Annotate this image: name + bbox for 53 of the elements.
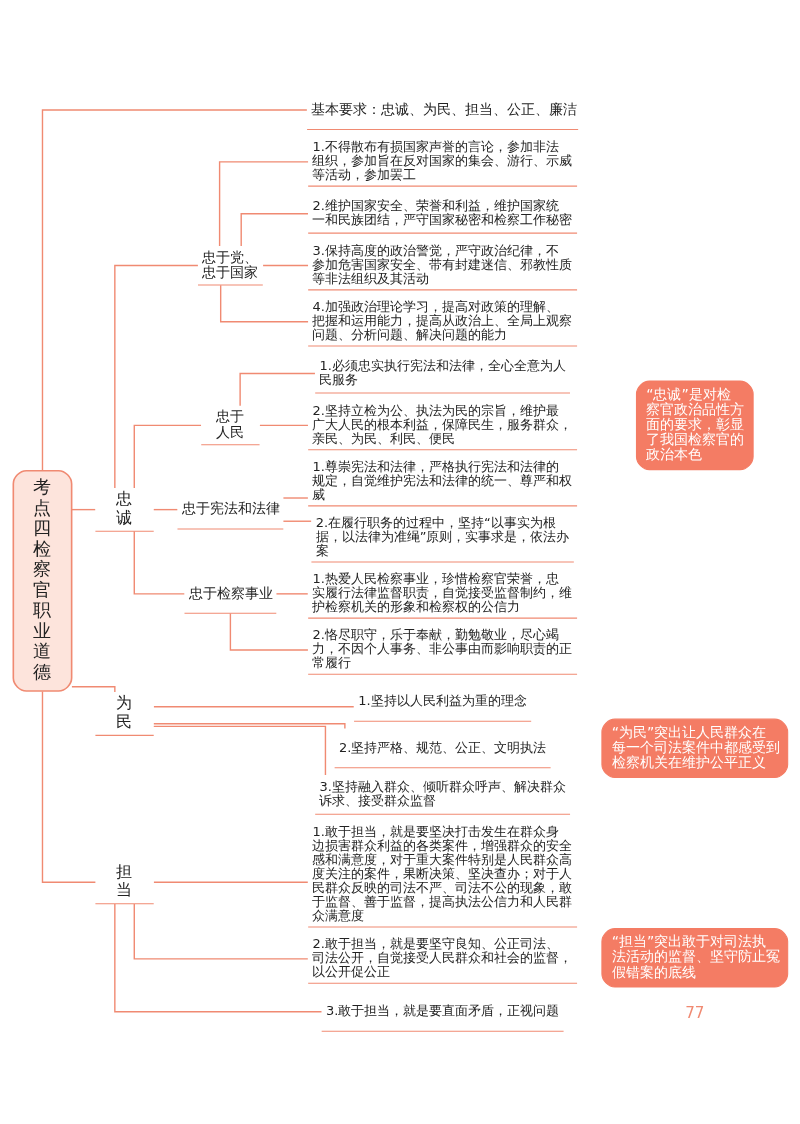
connector [152, 881, 308, 883]
connector [275, 593, 308, 595]
connector [41, 109, 308, 472]
connector [238, 372, 316, 407]
node-text: 忠于党、忠于国家 [201, 248, 258, 280]
node-text: 2.维护国家安全、荣誉和利益，维护国家统一和民族团结，严守国家秘密和检察工作秘密 [311, 198, 572, 228]
connector [133, 424, 202, 489]
connector [282, 520, 312, 522]
node-text: 忠于检察事业 [188, 584, 273, 601]
node-text: 1.必须忠实执行宪法和法律，全心全意为人民服务 [319, 357, 566, 387]
node-text: 基本要求：忠诚、为民、担当、公正、廉洁 [310, 100, 577, 117]
node-text: 4.加强政治理论学习，提高对政策的理解、把握和运用能力，提高从政治上、全局上观察问题、分析问题、解决问题的能力 [311, 299, 572, 343]
connector [152, 706, 354, 708]
node-text: 为民 [115, 693, 132, 731]
connector [133, 903, 309, 960]
node-text: 忠于人民 [215, 408, 244, 440]
node-text: 2.敢于担当，就是要坚守良知、公正司法、司法公开，自觉接受人民群众和社会的监督，以公开促公正 [311, 936, 572, 980]
connector [282, 497, 309, 499]
node-text: 3.坚持融入群众、倾听群众呼声、解决群众诉求、接受群众监督 [319, 779, 566, 809]
connector [133, 530, 185, 595]
node-text: 忠于宪法和法律 [181, 500, 280, 517]
node-text: 2.恪尽职守，乐于奉献，勤勉敬业，尽心竭力，不因个人事务、非公事由而影响职责的正常履行 [311, 627, 572, 671]
node-text: 1.不得散布有损国家声誉的言论，参加非法组织，参加旨在反对国家的集会、游行、示威等活动，参加罢工 [311, 139, 572, 183]
connector [218, 161, 309, 247]
connector [240, 213, 309, 247]
node-box: “为民”突出让人民群众在每一个司法案件中都感受到检察机关在维护公平正义 [600, 718, 788, 778]
connector [258, 424, 309, 427]
node-text: 2.坚持严格、规范、公正、文明执法 [338, 739, 546, 755]
label: 77 [684, 1003, 704, 1022]
node-text: 1.敢于担当，就是要坚决打击发生在群众身边损害群众利益的各类案件，增强群众的安全感和满意度，对于重大案件特别是人民群众高度关注的案件，果断决策、坚决查办；对于人民群众反映的司法不严、司法不公的现象，敢于监督、善于监督，提高执法公信力和人民群众满意度 [311, 823, 572, 924]
node-box: “担当”突出敢于对司法执法活动的监督、坚守防止冤假错案的底线 [600, 928, 788, 988]
connector [70, 508, 96, 511]
connector [41, 690, 96, 883]
node-text: 1.热爱人民检察事业，珍惜检察官荣誉，忠实履行法律监督职责，自觉接受监督制约，维护检察机关的形象和检察权的公信力 [311, 571, 572, 615]
node-text: 1.坚持以人民利益为重的理念 [357, 693, 527, 709]
node-box: 考点四 检察官职业道德 [12, 469, 72, 692]
connector [219, 284, 309, 323]
node-text: 担当 [115, 861, 132, 900]
node-text: 2.在履行职务的过程中，坚持“以事实为根据，以法律为准绳”原则，实事求是，依法办案 [315, 515, 569, 559]
connector [152, 725, 326, 776]
connector [113, 903, 322, 1013]
connector [152, 723, 346, 730]
connector [261, 264, 309, 267]
node-text: 忠诚 [115, 489, 132, 527]
node-text: 2.坚持立检为公、执法为民的宗旨，维护最广大人民的根本利益，保障民生，服务群众，亲民、为民、利民、便民 [311, 402, 572, 446]
node-text: 3.保持高度的政治警觉，严守政治纪律，不参加危害国家安全、带有封建迷信、邪教性质等非法组织及其活动 [311, 242, 572, 286]
node-text: 1.尊崇宪法和法律，严格执行宪法和法律的规定，自觉维护宪法和法律的统一、尊严和权威 [311, 458, 572, 502]
node-box: “忠诚”是对检察官政治品性方面的要求，彰显了我国检察官的政治本色 [635, 380, 754, 471]
node-text: 3.敢于担当，就是要直面矛盾，正视问题 [325, 1003, 559, 1019]
connector [113, 264, 199, 489]
connector [70, 686, 116, 693]
connector [229, 612, 309, 651]
connector [152, 508, 178, 511]
